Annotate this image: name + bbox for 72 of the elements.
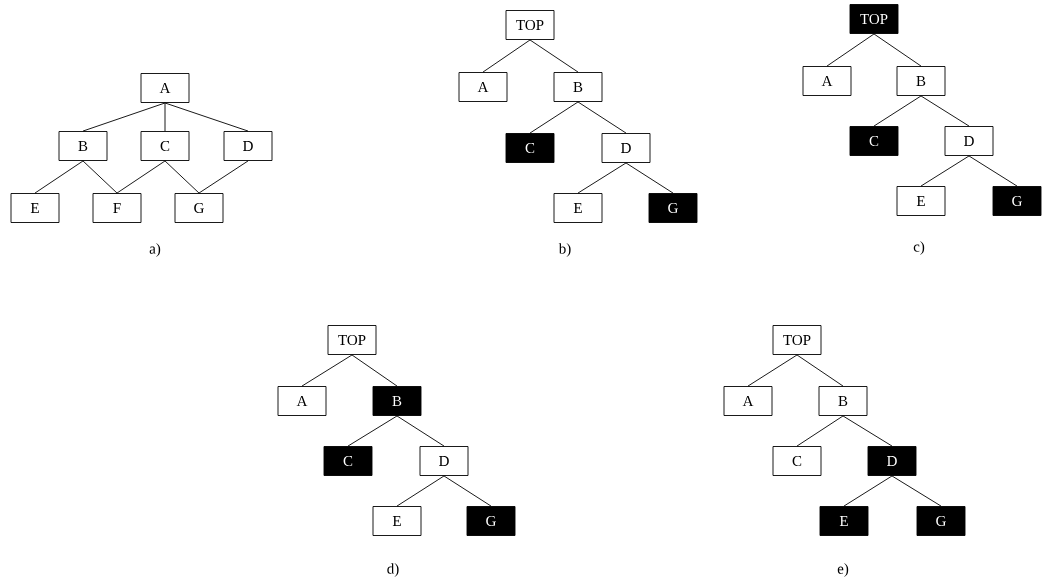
tree-edge — [920, 155, 970, 187]
tree-node-box: B — [896, 66, 946, 96]
tree-edge — [396, 475, 445, 507]
tree-node-box: D — [867, 446, 917, 476]
tree-node-box: A — [802, 66, 852, 96]
panel-label: a) — [149, 243, 161, 257]
tree-node-box: A — [723, 386, 773, 416]
tree-edge — [843, 475, 893, 507]
tree-edge — [164, 102, 166, 132]
tree-node-box: G — [992, 186, 1042, 216]
tree-node-box: TOP — [772, 325, 822, 355]
tree-node-box: E — [819, 506, 869, 536]
panel-label: e) — [837, 563, 849, 577]
tree-edge — [351, 354, 398, 387]
tree-node-box: B — [818, 386, 868, 416]
tree-node-box: A — [458, 72, 508, 102]
tree-edge — [164, 102, 249, 132]
tree-node-box: E — [896, 186, 946, 216]
tree-node-box: TOP — [327, 325, 377, 355]
tree-edge — [482, 39, 531, 73]
tree-node-box: G — [466, 506, 516, 536]
tree-edge — [796, 415, 844, 447]
tree-edge — [747, 354, 798, 387]
tree-node-box: A — [140, 73, 190, 103]
tree-edge — [920, 95, 970, 127]
tree-edge — [577, 162, 627, 194]
tree-node-box: F — [92, 193, 142, 223]
tree-node-box: C — [772, 446, 822, 476]
tree-node-box: C — [505, 133, 555, 163]
panel-label: b) — [558, 243, 571, 257]
tree-node-box: B — [372, 386, 422, 416]
tree-edge — [796, 354, 844, 387]
tree-edge — [34, 160, 84, 194]
tree-edge — [443, 475, 492, 507]
tree-edge — [301, 354, 353, 387]
tree-node-box: G — [648, 193, 698, 223]
tree-edge — [873, 33, 922, 67]
tree-edge — [873, 95, 922, 127]
tree-edge — [347, 415, 398, 447]
tree-node-box: TOP — [505, 10, 555, 40]
tree-node-box: D — [223, 131, 273, 161]
tree-node-box: D — [944, 126, 994, 156]
tree-edge — [116, 160, 166, 194]
tree-edge — [577, 101, 627, 134]
tree-node-box: G — [174, 193, 224, 223]
tree-node-box: E — [553, 193, 603, 223]
tree-node-box: C — [849, 126, 899, 156]
tree-edge — [198, 160, 249, 194]
tree-node-box: G — [916, 506, 966, 536]
tree-node-box: A — [277, 386, 327, 416]
tree-edge — [164, 160, 200, 194]
tree-node-box: B — [553, 72, 603, 102]
tree-node-box: C — [323, 446, 373, 476]
tree-edge — [529, 39, 579, 73]
tree-edge — [842, 415, 893, 447]
tree-node-box: D — [419, 446, 469, 476]
tree-edge — [625, 162, 674, 194]
tree-edge — [968, 155, 1018, 187]
tree-edge — [82, 160, 118, 194]
tree-node-box: D — [601, 133, 651, 163]
tree-edge — [826, 33, 875, 67]
tree-edge — [396, 415, 445, 447]
tree-node-box: B — [58, 131, 108, 161]
tree-edge — [891, 475, 942, 507]
tree-node-box: E — [10, 193, 60, 223]
panel-label: d) — [387, 563, 399, 577]
tree-edge — [82, 102, 166, 132]
panel-label: c) — [913, 241, 925, 255]
tree-node-box: E — [372, 506, 422, 536]
tree-edge — [529, 101, 579, 134]
tree-node-box: C — [140, 131, 190, 161]
tree-node-box: TOP — [849, 4, 899, 34]
